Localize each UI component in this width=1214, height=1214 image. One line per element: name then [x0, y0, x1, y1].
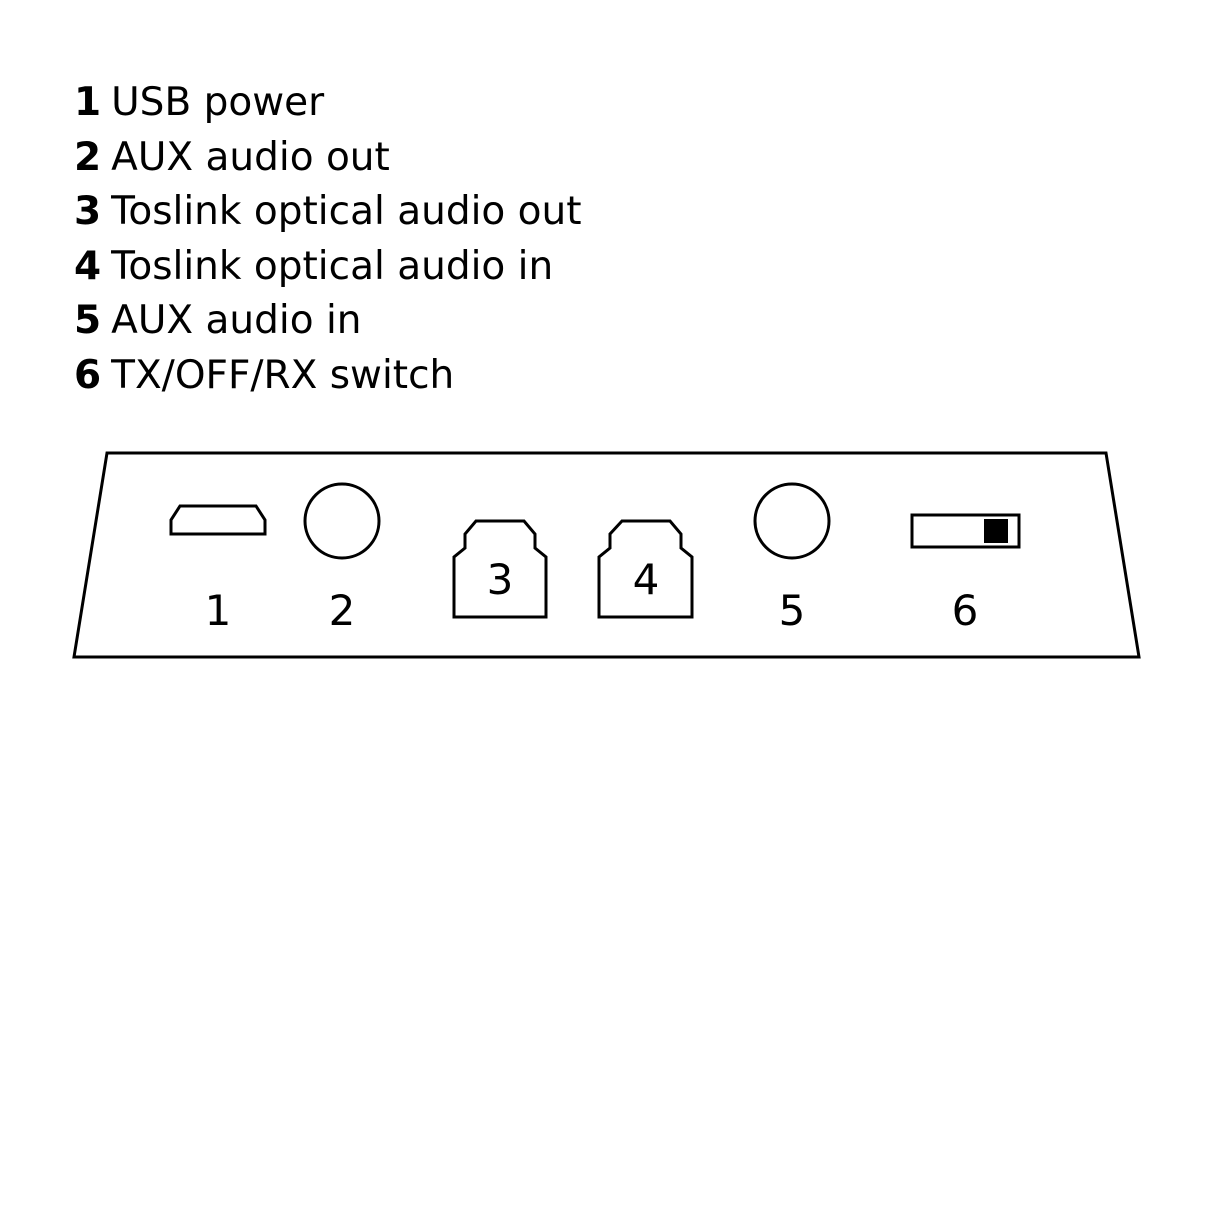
- toslink-port-icon: [452, 519, 548, 619]
- panel-outline: [72, 451, 1141, 659]
- legend-number: 6: [74, 352, 102, 398]
- aux-jack-icon: [753, 482, 831, 560]
- port-label: 6: [952, 586, 979, 635]
- legend-text: USB power: [111, 80, 325, 125]
- legend-text: AUX audio out: [111, 134, 390, 180]
- aux-jack-icon: [303, 482, 381, 560]
- legend-number: 1: [74, 80, 102, 125]
- micro-usb-port-icon: [169, 504, 267, 536]
- legend-number: 5: [74, 298, 102, 344]
- legend-text: AUX audio in: [111, 298, 362, 344]
- legend-text: Toslink optical audio out: [111, 189, 582, 235]
- port-label: 3: [487, 555, 514, 604]
- port-label: 5: [779, 586, 806, 635]
- legend-text: Toslink optical audio in: [111, 243, 554, 289]
- switch-knob: [984, 519, 1008, 543]
- port-label: 4: [633, 555, 660, 604]
- legend-number: 4: [74, 243, 102, 289]
- port-label: 2: [329, 586, 356, 635]
- legend-text: TX/OFF/RX switch: [111, 352, 455, 398]
- legend-number: 2: [74, 134, 102, 180]
- legend-number: 3: [74, 189, 102, 235]
- toslink-port-icon: [597, 519, 694, 619]
- slide-switch-icon: [910, 513, 1021, 549]
- port-label: 1: [205, 586, 232, 635]
